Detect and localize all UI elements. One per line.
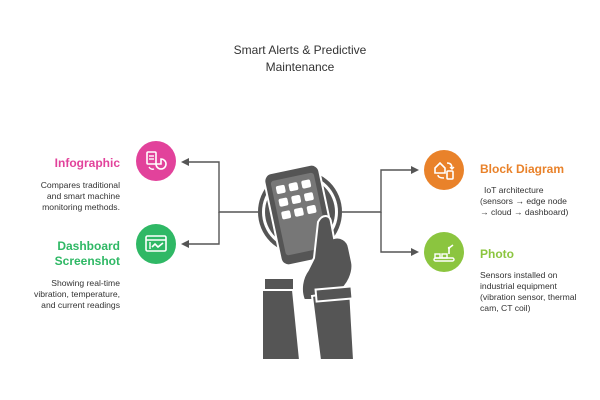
infographic-label: Infographic <box>54 156 120 170</box>
diagram-title: Smart Alerts & Predictive Maintenance <box>200 42 400 76</box>
infographic-description: Compares traditional and smart machine m… <box>24 180 120 213</box>
block-diagram-description: IoT architecture (sensors → edge node → … <box>480 185 590 218</box>
dashboard-description: Showing real-time vibration, temperature… <box>14 278 120 311</box>
dashboard-screen-icon <box>145 235 167 252</box>
infographic-circle <box>136 141 176 181</box>
block-diagram-desc-line: → cloud → dashboard) <box>480 207 569 217</box>
document-chart-icon <box>146 151 167 170</box>
dashboard-circle <box>136 224 176 264</box>
infographic-desc-line: Compares traditional <box>40 180 120 190</box>
dashboard-desc-line: Showing real-time <box>51 278 120 288</box>
network-flow-icon <box>434 161 455 180</box>
arrow-heads <box>181 158 419 256</box>
photo-label: Photo <box>480 247 514 261</box>
photo-desc-line: Sensors installed on <box>480 270 558 280</box>
title-line-2: Maintenance <box>265 60 335 74</box>
dashboard-label-line: Dashboard <box>57 239 120 253</box>
dashboard-label: Dashboard Screenshot <box>30 239 120 269</box>
dashboard-desc-line: vibration, temperature, <box>34 289 120 299</box>
photo-circle <box>424 232 464 272</box>
connector-dashboard <box>186 212 220 245</box>
photo-description: Sensors installed on industrial equipmen… <box>480 270 595 314</box>
block-diagram-desc-line: IoT architecture <box>484 185 544 195</box>
photo-desc-line: industrial equipment <box>480 281 557 291</box>
dashboard-desc-line: and current readings <box>41 300 120 310</box>
hand-tablet-icon <box>258 163 356 361</box>
block-diagram-circle <box>424 150 464 190</box>
connector-photo <box>380 212 414 253</box>
photo-desc-line: cam, CT coil) <box>480 303 531 313</box>
block-diagram-label: Block Diagram <box>480 162 565 176</box>
infographic-desc-line: and smart machine <box>46 191 120 201</box>
dashboard-label-line: Screenshot <box>54 254 120 268</box>
connector-infographic <box>186 161 258 213</box>
title-line-1: Smart Alerts & Predictive <box>233 43 367 57</box>
photo-desc-line: (vibration sensor, thermal <box>480 292 577 302</box>
block-diagram-desc-line: (sensors → edge node <box>480 196 567 206</box>
conveyor-robot-icon <box>433 244 455 262</box>
connector-block-diagram <box>342 169 414 213</box>
infographic-desc-line: monitoring methods. <box>42 202 120 212</box>
